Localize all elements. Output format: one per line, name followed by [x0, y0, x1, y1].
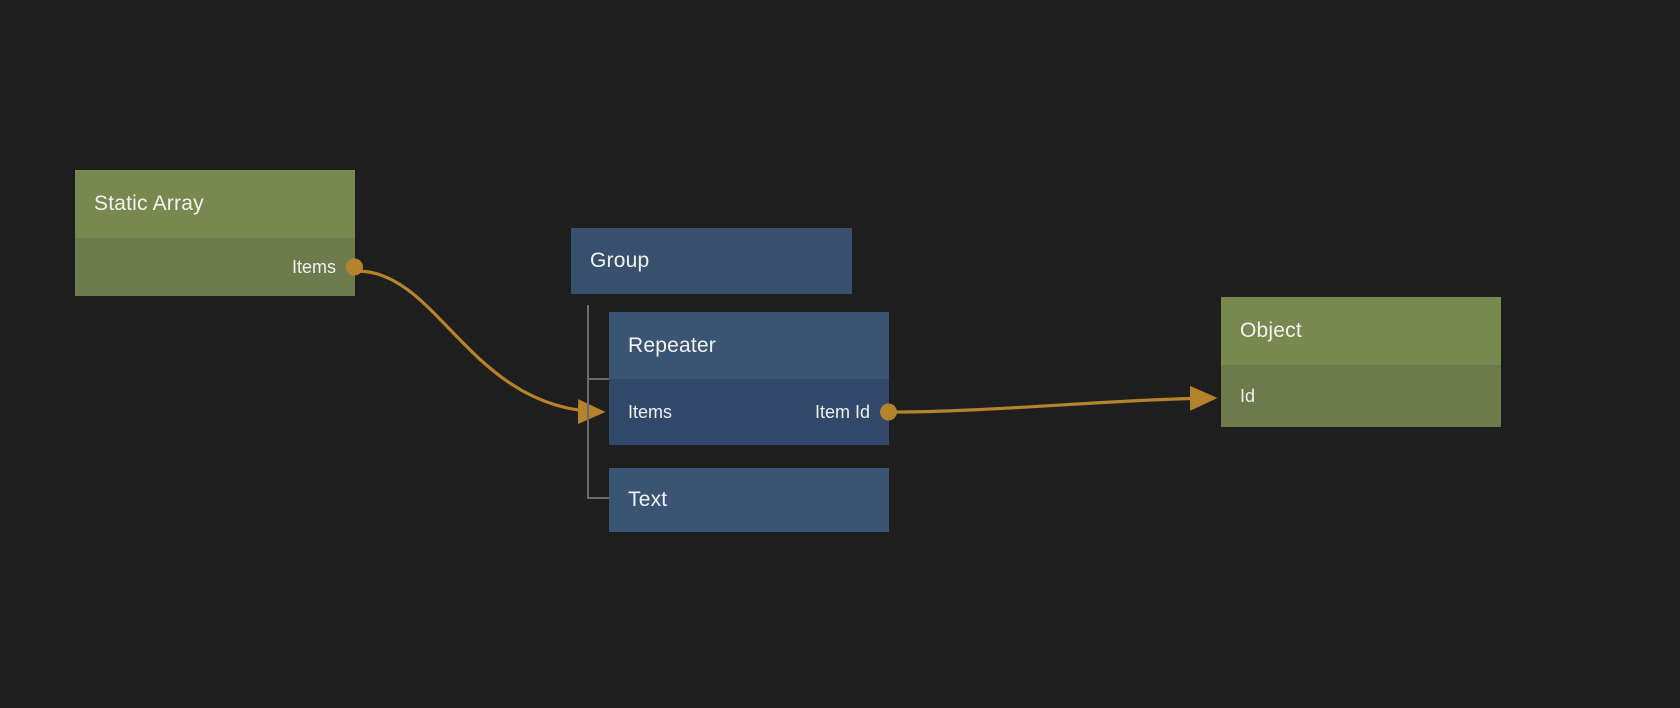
node-repeater[interactable]: Repeater Items Item Id	[609, 312, 897, 445]
node-text-title: Text	[609, 468, 889, 532]
node-static-array-row-items[interactable]: Items	[75, 238, 363, 296]
node-group-title: Group	[571, 228, 852, 294]
node-object-title: Object	[1221, 297, 1501, 365]
node-object[interactable]: Object Id	[1221, 297, 1501, 427]
static-array-items-output-label: Items	[291, 256, 336, 277]
node-repeater-title: Repeater	[609, 312, 889, 379]
node-repeater-row-items[interactable]: Items Item Id	[609, 379, 897, 445]
group-tree-branch-repeater	[587, 378, 609, 380]
group-tree-branch-text	[587, 497, 609, 499]
node-group[interactable]: Group	[571, 228, 852, 294]
group-tree-stem	[587, 305, 589, 499]
static-array-items-output-port[interactable]	[346, 258, 363, 276]
edge-repeater-to-object	[892, 385, 1218, 414]
node-text[interactable]: Text	[609, 468, 889, 532]
edge-static-array-to-repeater	[357, 269, 606, 425]
node-static-array-title: Static Array	[75, 170, 355, 238]
node-object-row-id[interactable]: Id	[1221, 365, 1501, 427]
repeater-item-id-output-port[interactable]	[880, 403, 897, 421]
node-static-array[interactable]: Static Array Items	[75, 170, 363, 296]
repeater-item-id-output-label: Item Id	[814, 401, 870, 422]
object-id-input-label: Id	[1240, 385, 1256, 406]
repeater-items-input-label: Items	[628, 401, 673, 422]
